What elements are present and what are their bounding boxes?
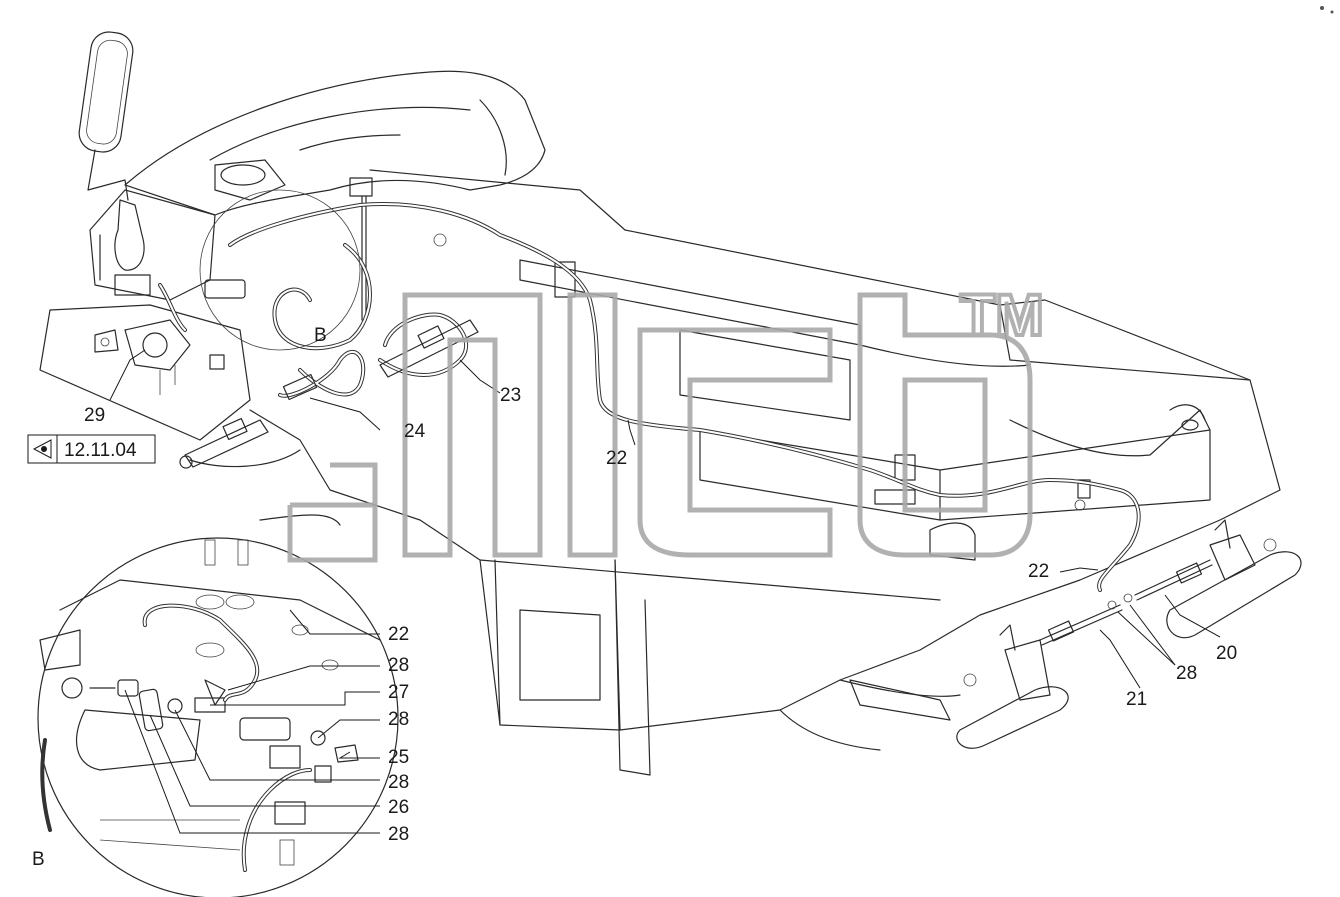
sheet-reference-number: 12.11.04 (64, 440, 137, 461)
hydraulic-pump-29 (94, 319, 191, 395)
detail-view-b (37, 189, 399, 897)
trademark-mark: TM (960, 283, 1044, 348)
brake-cylinder-23 (379, 319, 479, 378)
callout-22-right: 22 (1028, 561, 1049, 582)
detail-label-b: B (32, 849, 45, 870)
detail-callout-22: 22 (388, 624, 409, 645)
detail-callout-26: 26 (388, 797, 409, 818)
rear-view-mirror (78, 31, 134, 201)
callout-28-right: 28 (1176, 663, 1197, 684)
corner-mark (1320, 6, 1334, 14)
callout-21: 21 (1126, 689, 1147, 710)
callout-20: 20 (1216, 643, 1237, 664)
callout-24: 24 (404, 421, 426, 442)
callout-23: 23 (500, 385, 521, 406)
sheet-reference[interactable]: 12.11.04 (27, 434, 156, 464)
control-lever (114, 199, 151, 296)
pedal-rods (1039, 559, 1213, 646)
detail-callout-28-b: 28 (388, 709, 409, 730)
detail-callout-25: 25 (388, 747, 409, 768)
detail-callout-28-a: 28 (388, 655, 409, 676)
dashboard-shell (89, 70, 546, 301)
left-side-panel (39, 304, 341, 526)
detail-callout-28-c: 28 (388, 772, 409, 793)
fittings-cluster (204, 177, 1091, 511)
brake-cylinder-24 (179, 373, 318, 469)
detail-leaders (124, 609, 380, 834)
hydraulic-lines (158, 202, 1141, 592)
callout-22-top: 22 (606, 448, 627, 469)
detail-callout-28-d: 28 (388, 824, 409, 845)
view-eye-icon (32, 439, 52, 459)
main-leaders (109, 349, 1221, 689)
watermark: TM (287, 281, 1046, 563)
callout-29: 29 (84, 405, 105, 426)
detail-callout-27: 27 (388, 682, 409, 703)
view-label-b: B (314, 325, 327, 346)
right-brake-pedals (956, 519, 1302, 749)
callout-labels: 29 24 23 22 22 20 21 28 B B 22 28 27 28 … (32, 325, 1237, 870)
